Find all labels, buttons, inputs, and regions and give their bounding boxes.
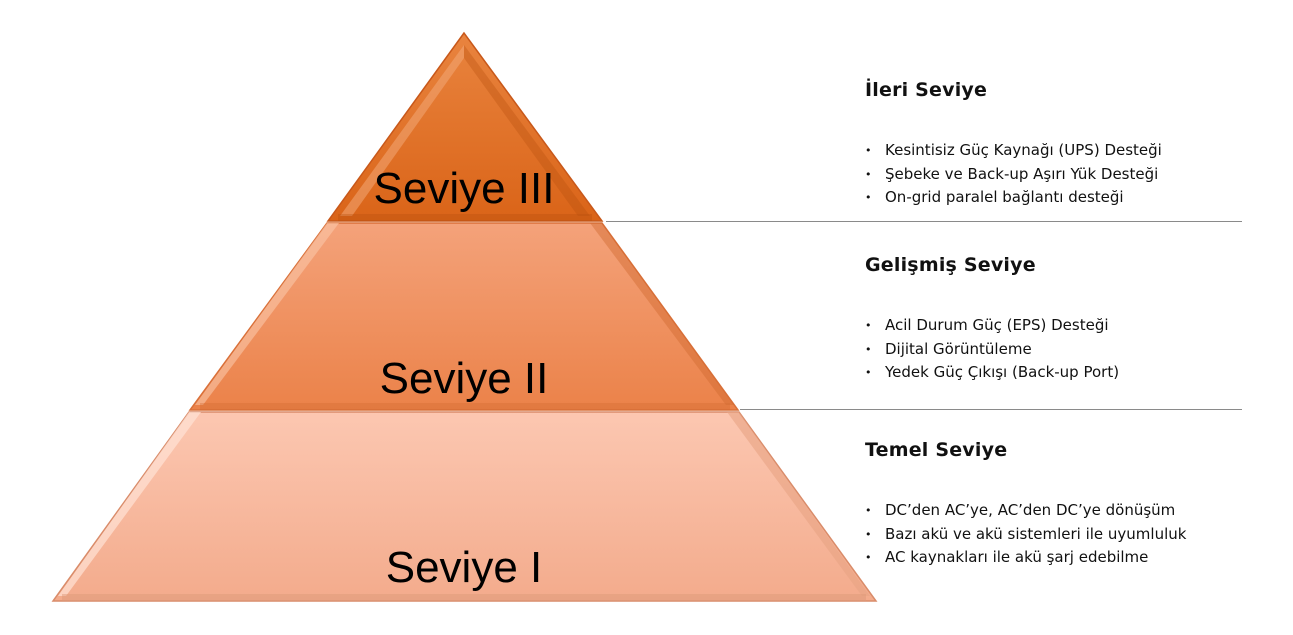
level-title: Gelişmiş Seviye [865,254,1036,276]
level-basic: Temel Seviye • DC’den AC’ye, AC’den DC’ye… [865,439,1186,570]
bullet-icon: • [865,342,872,356]
divider-line [740,409,1242,410]
pyramid-diagram: Seviye III Seviye II Seviye I [51,31,878,602]
bullet-icon: • [865,527,872,541]
list-item-text: AC kaynakları ile akü şarj edebilme [885,548,1149,566]
bullet-icon: • [865,504,872,517]
level-title: Temel Seviye [865,439,1008,461]
tier-2: Seviye II [188,222,740,411]
bullet-icon: • [865,366,872,379]
feature-list: • DC’den AC’ye, AC’den DC’ye dönüşüm • Baz… [865,499,1186,570]
list-item-text: On-grid paralel bağlantı desteği [885,188,1124,206]
tier-3-label: Seviye III [374,164,555,213]
list-item: • Yedek Güç Çıkışı (Back-up Port) [865,361,1119,385]
bullet-icon: • [865,191,872,204]
bullet-icon: • [865,319,872,332]
level-title: İleri Seviye [865,79,988,101]
list-item-text: Kesintisiz Güç Kaynağı (UPS) Desteği [885,141,1162,159]
bullet-icon: • [865,144,872,157]
list-item: • DC’den AC’ye, AC’den DC’ye dönüşüm [865,499,1186,523]
bullet-icon: • [865,167,872,181]
list-item: • AC kaynakları ile akü şarj edebilme [865,546,1186,570]
list-item: • Şebeke ve Back-up Aşırı Yük Desteği [865,163,1162,187]
bullet-icon: • [865,551,872,564]
tier-3: Seviye III [326,31,604,222]
tier-1: Seviye I [51,411,878,602]
list-item: • Dijital Görüntüleme [865,338,1119,362]
tier-1-label: Seviye I [386,543,543,592]
feature-list: • Kesintisiz Güç Kaynağı (UPS) Desteği • Ş… [865,139,1162,210]
list-item-text: Dijital Görüntüleme [885,339,1032,358]
list-item-text: Yedek Güç Çıkışı (Back-up Port) [885,363,1120,381]
list-item-text: DC’den AC’ye, AC’den DC’ye dönüşüm [885,501,1176,519]
level-advanced: İleri Seviye • Kesintisiz Güç Kaynağı (UP… [865,79,1162,210]
divider-line [606,221,1242,222]
list-item-text: Acil Durum Güç (EPS) Desteği [885,316,1109,334]
list-item: • Acil Durum Güç (EPS) Desteği [865,314,1119,338]
list-item: • Kesintisiz Güç Kaynağı (UPS) Desteği [865,139,1162,163]
feature-list: • Acil Durum Güç (EPS) Desteği • Dijital G… [865,314,1119,385]
list-item: • Bazı akü ve akü sistemleri ile uyumlulu… [865,523,1186,547]
level-enhanced: Gelişmiş Seviye • Acil Durum Güç (EPS) De… [865,254,1119,385]
list-item-text: Şebeke ve Back-up Aşırı Yük Desteği [885,164,1159,183]
tier-2-label: Seviye II [380,354,549,403]
list-item-text: Bazı akü ve akü sistemleri ile uyumluluk [885,524,1187,543]
list-item: • On-grid paralel bağlantı desteği [865,186,1162,210]
